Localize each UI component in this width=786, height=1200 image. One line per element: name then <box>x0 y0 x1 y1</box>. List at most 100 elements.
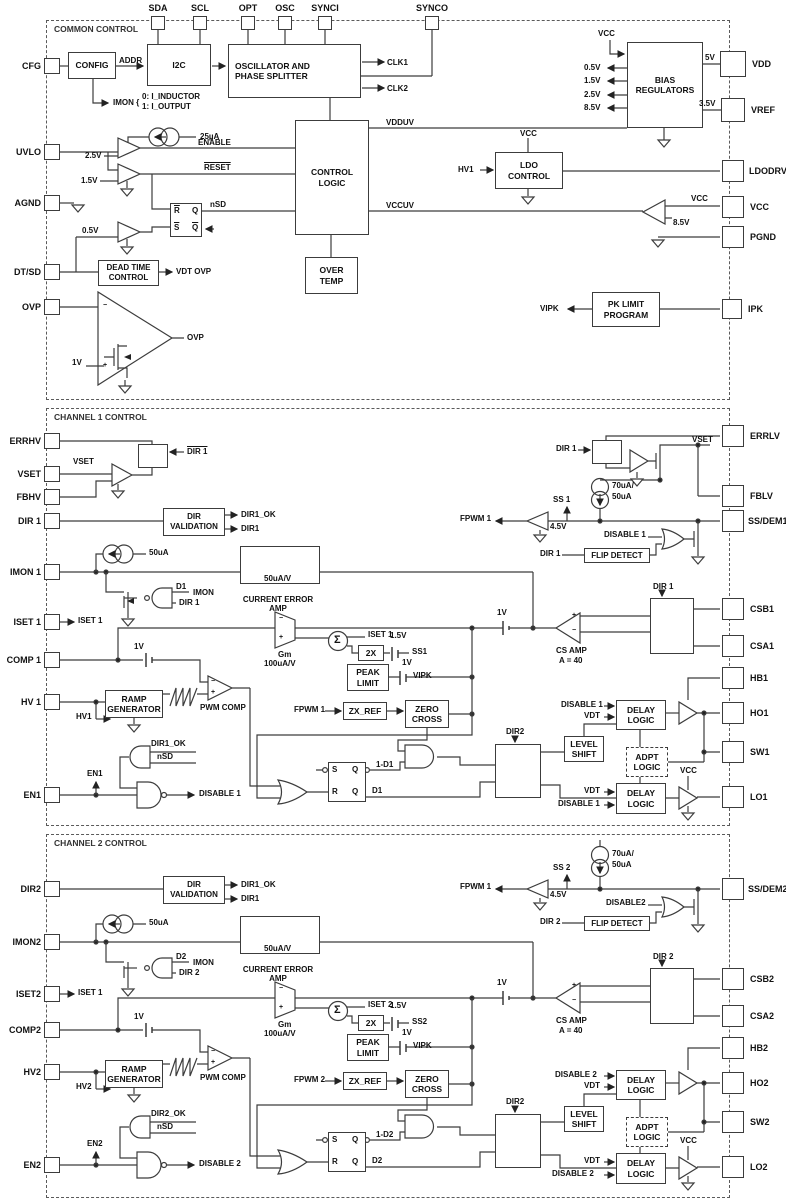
pin-iset2 <box>44 986 60 1002</box>
ch1-label-sigma: Σ <box>334 634 341 646</box>
label-vcc-bias: VCC <box>598 29 615 38</box>
pin-label-csb1: CSB1 <box>750 604 775 614</box>
ch2-block-2x: 2X <box>358 1015 384 1031</box>
label-bias-0v5: 0.5V <box>584 63 601 72</box>
ch1-cs-minus: − <box>572 627 577 634</box>
ch1-label-1v-cs: 1V <box>497 608 507 617</box>
pin-label-sw2: SW2 <box>750 1117 770 1127</box>
ch1-label-ss1-arrow: SS 1 <box>553 495 571 504</box>
ch1-gm-minus: − <box>279 615 284 622</box>
ch2-label-cs-amp: CS AMP <box>556 1016 587 1025</box>
ch2-block-ramp-generator: RAMP GENERATOR <box>105 1060 163 1088</box>
latch-sbar-label: S <box>174 223 180 232</box>
latch-qbar-label: Q <box>192 223 199 232</box>
ch2-switch-cs <box>650 968 694 1024</box>
ch2-label-dir2-gate: DIR 2 <box>179 968 200 977</box>
pin-label-ovp: OVP <box>21 302 41 312</box>
ch1-latch-qt: Q <box>352 765 359 774</box>
pin-label-lo1: LO1 <box>750 792 768 802</box>
ch1-label-1v-ss: 1V <box>402 658 412 667</box>
pin-vcc <box>722 196 744 218</box>
pin-ssdem2 <box>722 878 744 900</box>
pin-label-cfg: CFG <box>22 61 41 71</box>
label-clk1: CLK1 <box>387 58 408 67</box>
ch1-label-cs-amp: CS AMP <box>556 646 587 655</box>
pin-dir2 <box>44 881 60 897</box>
pin-iset1 <box>44 614 60 630</box>
pin-label-synci: SYNCI <box>311 3 339 13</box>
ch2-pwm-minus: − <box>211 1048 216 1055</box>
pin-en1 <box>44 787 60 803</box>
ch1-label-disable1-dh: DISABLE 1 <box>561 700 603 709</box>
ch2-label-dir2ok: DIR2_OK <box>151 1109 186 1118</box>
block-control-logic: CONTROL LOGIC <box>295 120 369 235</box>
ch2-block-delay-logic-low: DELAY LOGIC <box>616 1153 666 1184</box>
ch2-label-fpwm2-in: FPWM 2 <box>294 1075 326 1084</box>
ch1-switch-errhv <box>138 444 168 468</box>
ch1-label-1v-comp: 1V <box>134 642 144 651</box>
label-bias-8v5: 8.5V <box>584 103 601 112</box>
ch1-label-nsd: nSD <box>157 752 173 761</box>
ch1-label-imon: IMON <box>193 588 214 597</box>
ch2-label-vcc-buf: VCC <box>680 1136 697 1145</box>
ch2-label-dir1: DIR1 <box>241 894 260 903</box>
pin-ssdem1 <box>722 510 744 532</box>
label-bias-1v5: 1.5V <box>584 76 601 85</box>
ch2-block-peak-limit: PEAK LIMIT <box>347 1034 389 1061</box>
ch2-latch-qb: Q <box>352 1157 359 1166</box>
ch1-label-50ua: 50uA <box>149 548 169 557</box>
label-imon-brace: IMON { <box>113 98 140 107</box>
pin-csb1 <box>722 598 744 620</box>
pin-label-imon2: IMON2 <box>12 937 41 947</box>
ch2-label-dir1ok: DIR1_OK <box>241 880 276 889</box>
label-0v5-cmp: 0.5V <box>82 226 99 235</box>
block-dead-time-control: DEAD TIME CONTROL <box>98 260 159 286</box>
pin-label-csb2: CSB2 <box>750 974 775 984</box>
ch2-label-70ua: 70uA/ <box>612 849 634 858</box>
pin-label-comp1: COMP 1 <box>6 655 41 665</box>
ch2-block-flip-detect: FLIP DETECT <box>584 916 650 931</box>
pin-csa2 <box>722 1005 744 1027</box>
pin-synco <box>425 16 439 30</box>
ch1-label-4v5: 4.5V <box>550 522 567 531</box>
ch1-label-hv1-tap: HV1 <box>76 712 92 721</box>
pin-label-vcc: VCC <box>750 202 770 212</box>
pin-label-errhv: ERRHV <box>9 436 41 446</box>
section-title-ch1: CHANNEL 1 CONTROL <box>52 412 149 422</box>
pin-hv1 <box>44 694 60 710</box>
ch2-block-zero-cross: ZERO CROSS <box>405 1070 449 1098</box>
block-i2c: I2C <box>147 44 211 86</box>
latch-common <box>170 203 202 237</box>
ch2-label-vipk: VIPK <box>413 1041 432 1050</box>
pin-fbhv <box>44 489 60 505</box>
pin-label-hb1: HB1 <box>750 673 769 683</box>
ovp-minus: − <box>103 302 108 309</box>
label-vcc-right: VCC <box>691 194 708 203</box>
pin-hb2 <box>722 1037 744 1059</box>
pin-imon2 <box>44 934 60 950</box>
block-config: CONFIG <box>68 52 116 79</box>
section-title-common: COMMON CONTROL <box>52 24 141 34</box>
pin-label-agnd: AGND <box>14 198 42 208</box>
ch1-block-peak-limit: PEAK LIMIT <box>347 664 389 691</box>
ch1-latch <box>328 762 366 802</box>
pin-osc <box>278 16 292 30</box>
pin-label-ipk: IPK <box>748 304 764 314</box>
ch2-label-1v-comp: 1V <box>134 1012 144 1021</box>
ch1-pwm-minus: − <box>211 678 216 685</box>
pin-label-vdd: VDD <box>752 59 772 69</box>
ch2-label-nsd: nSD <box>157 1122 173 1131</box>
ch2-label-d2: D2 <box>176 952 187 961</box>
label-8v5-cmp: 8.5V <box>673 218 690 227</box>
pin-uvlo <box>44 144 60 160</box>
ch2-label-a40: A = 40 <box>559 1026 583 1035</box>
label-2v5-cmp: 2.5V <box>85 151 102 160</box>
ch2-gm-minus: − <box>279 985 284 992</box>
pin-label-hv1: HV 1 <box>20 697 41 707</box>
block-oscillator: OSCILLATOR AND PHASE SPLITTER <box>228 44 361 98</box>
ch1-block-flip-detect: FLIP DETECT <box>584 548 650 563</box>
pin-vref <box>721 98 745 122</box>
ch2-label-ss2: SS2 <box>412 1017 428 1026</box>
ch2-label-4v5: 4.5V <box>550 890 567 899</box>
pin-csa1 <box>722 635 744 657</box>
